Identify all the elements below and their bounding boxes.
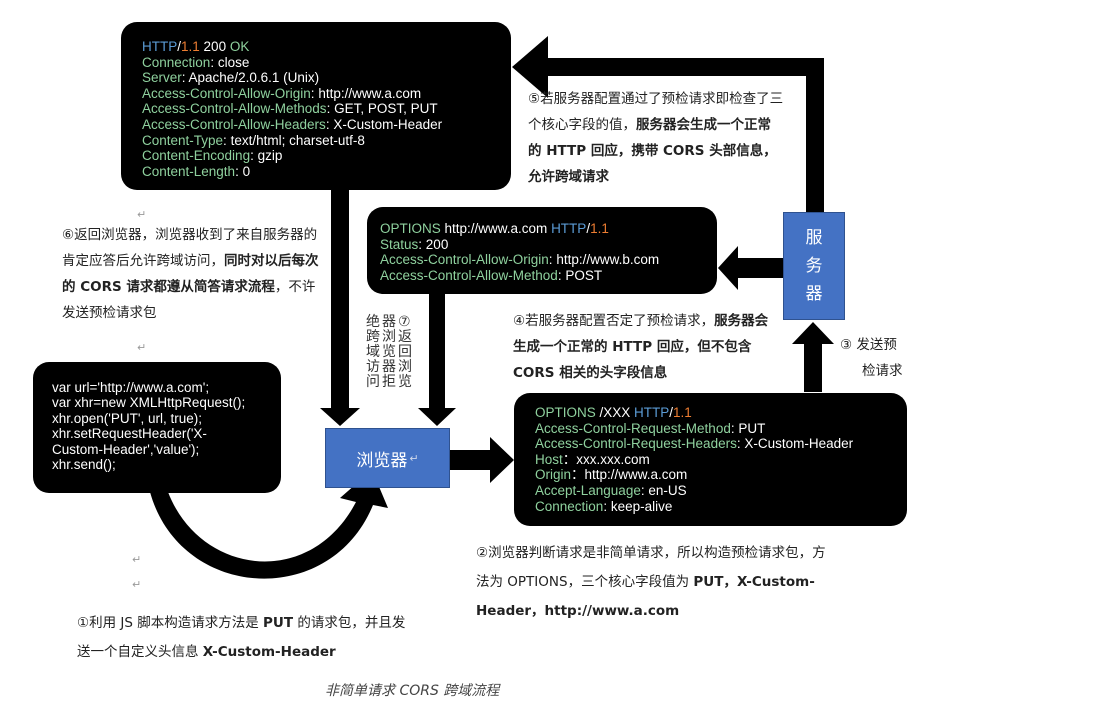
browser-label: 浏览器 bbox=[356, 450, 408, 471]
step1-note: ①利用 JS 脚本构造请求方法是 PUT 的请求包，并且发送一个自定义头信息 X… bbox=[77, 615, 406, 660]
step6-note: ⑥返回浏览器，浏览器收到了来自服务器的肯定应答后允许跨域访问，同时对以后每次的 … bbox=[62, 227, 319, 321]
arrow-denied-to-browser bbox=[418, 293, 456, 426]
response-box: HTTP/1.1 200 OK Connection: close Server… bbox=[121, 22, 511, 190]
response-header-content-type: Content-Type: text/html; charset-utf-8 bbox=[142, 132, 365, 148]
js-code-box: var url='http://www.a.com'; var xhr=new … bbox=[33, 362, 281, 493]
response-header-server: Server: Apache/2.0.6.1 (Unix) bbox=[142, 70, 320, 86]
arrow-response-to-browser bbox=[320, 189, 360, 426]
browser-node: 浏览器↵ bbox=[325, 428, 450, 488]
server-label-char: 服 bbox=[805, 228, 823, 248]
code-line: var xhr=new XMLHttpRequest(); bbox=[52, 395, 246, 411]
paragraph-mark: ↵ bbox=[137, 341, 147, 354]
response-header-connection: Connection: close bbox=[142, 54, 250, 70]
response-header-allow-headers: Access-Control-Allow-Headers: X-Custom-H… bbox=[142, 116, 443, 132]
preflight-header-connection: Connection: keep-alive bbox=[535, 498, 673, 514]
preflight-header-host: Host：xxx.xxx.com bbox=[535, 451, 650, 467]
step3-note: ③ 发送预 检请求 bbox=[840, 337, 903, 379]
code-line: Custom-Header','value'); bbox=[52, 441, 200, 457]
preflight-header-request-method: Access-Control-Request-Method: PUT bbox=[535, 420, 766, 436]
arrow-server-to-response bbox=[512, 36, 824, 212]
step2-note: ②浏览器判断请求是非简单请求，所以构造预检请求包，方法为 OPTIONS，三个核… bbox=[476, 545, 826, 619]
denied-header-allow-method: Access-Control-Allow-Method: POST bbox=[380, 267, 603, 283]
code-line: xhr.open('PUT', url, true); bbox=[52, 410, 202, 426]
preflight-header-request-headers: Access-Control-Request-Headers: X-Custom… bbox=[535, 436, 854, 452]
denied-header-status: Status: 200 bbox=[380, 236, 449, 252]
code-line: xhr.setRequestHeader('X- bbox=[52, 426, 207, 442]
server-label-char: 务 bbox=[805, 256, 823, 276]
denied-first-line: OPTIONS http://www.a.com HTTP/1.1 bbox=[380, 221, 609, 236]
step4-note: ④若服务器配置否定了预检请求，服务器会生成一个正常的 HTTP 回应，但不包含 … bbox=[513, 313, 769, 381]
denied-response-box: OPTIONS http://www.a.com HTTP/1.1 Status… bbox=[367, 207, 717, 294]
preflight-header-accept-language: Accept-Language: en-US bbox=[535, 482, 687, 498]
response-header-content-encoding: Content-Encoding: gzip bbox=[142, 148, 283, 164]
response-header-allow-methods: Access-Control-Allow-Methods: GET, POST,… bbox=[142, 101, 438, 117]
preflight-request-box: OPTIONS /XXX HTTP/1.1 Access-Control-Req… bbox=[514, 393, 907, 526]
arrow-server-to-denied bbox=[718, 246, 783, 290]
arrow-js-to-browser bbox=[150, 470, 388, 579]
preflight-header-origin: Origin：http://www.a.com bbox=[535, 467, 688, 483]
preflight-first-line: OPTIONS /XXX HTTP/1.1 bbox=[535, 405, 692, 420]
figure-caption: 非简单请求 CORS 跨域流程 bbox=[325, 683, 500, 699]
arrow-preflight-to-server bbox=[792, 322, 834, 392]
denied-header-allow-origin: Access-Control-Allow-Origin: http://www.… bbox=[380, 252, 660, 268]
server-node: 服 务 器 bbox=[783, 212, 845, 320]
paragraph-mark: ↵ bbox=[132, 578, 142, 591]
paragraph-mark: ↵ bbox=[132, 553, 142, 566]
response-header-allow-origin: Access-Control-Allow-Origin: http://www.… bbox=[142, 85, 422, 101]
code-line: xhr.send(); bbox=[52, 457, 116, 473]
arrow-browser-to-preflight bbox=[450, 437, 514, 483]
paragraph-mark: ↵ bbox=[137, 208, 147, 221]
response-header-content-length: Content-Length: 0 bbox=[142, 163, 251, 179]
step7-note: 绝跨域访问 器浏览器拒 ⑦返回浏览 bbox=[366, 314, 412, 390]
code-line: var url='http://www.a.com'; bbox=[52, 380, 210, 395]
server-label-char: 器 bbox=[805, 284, 823, 304]
response-status-line: HTTP/1.1 200 OK bbox=[142, 39, 250, 54]
step5-note: ⑤若服务器配置通过了预检请求即检查了三个核心字段的值，服务器会生成一个正常的 H… bbox=[528, 91, 784, 185]
